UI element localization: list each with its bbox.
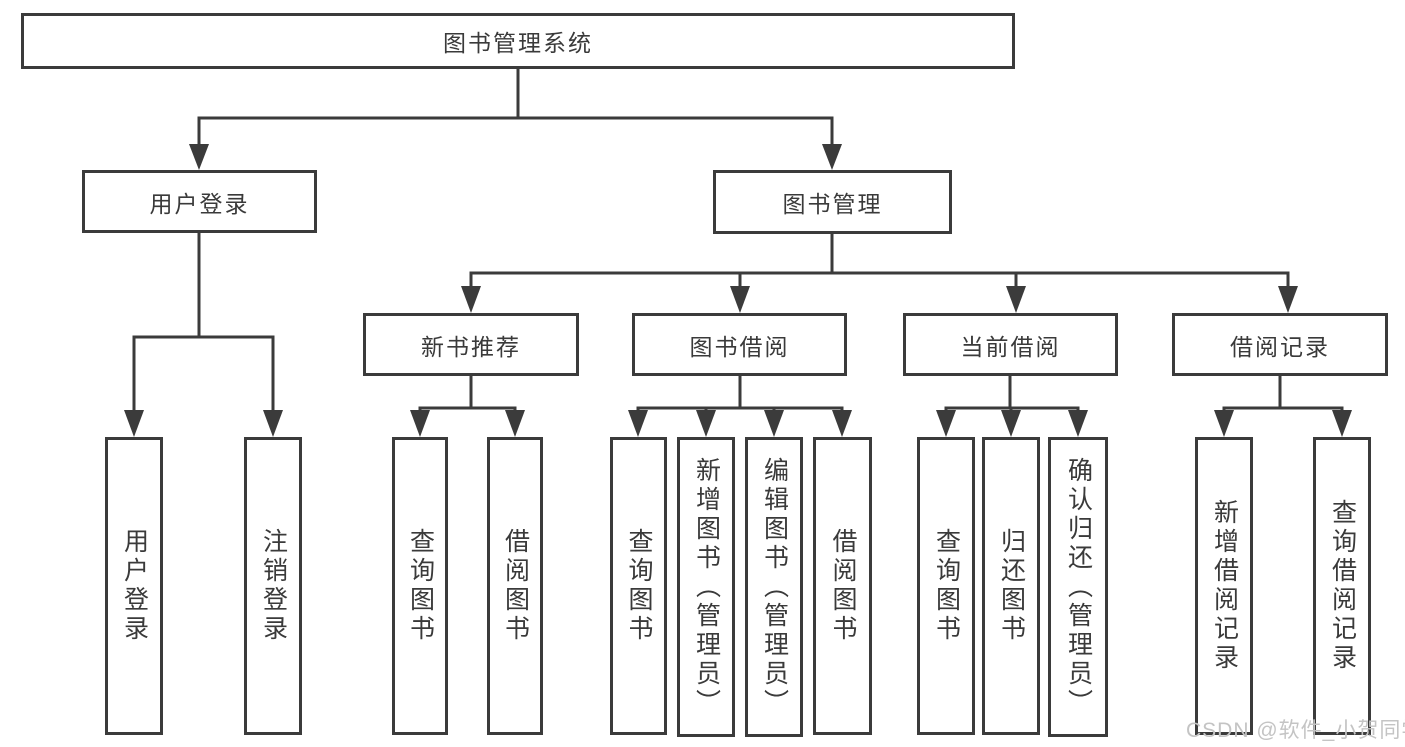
leaf-query-books-borrowing: 查询图书 [610, 437, 667, 735]
node-label: 借阅记录 [1230, 333, 1330, 360]
node-label: 当前借阅 [960, 333, 1061, 360]
leaf-label: 注销登录 [259, 528, 288, 644]
leaf-label: 新增图书（管理员） [692, 456, 721, 718]
arrow-down-icon [1214, 410, 1234, 437]
arrow-down-icon [410, 410, 430, 437]
arrow-down-icon [1278, 286, 1298, 313]
arrow-down-icon [764, 410, 784, 437]
watermark: CSDN @软件_小贺同学 [1186, 719, 1405, 742]
leaf-label: 归还图书 [997, 528, 1026, 644]
leaf-add-books-admin: 新增图书（管理员） [677, 437, 735, 737]
node-current-borrowing: 当前借阅 [903, 313, 1118, 376]
arrow-down-icon [628, 410, 648, 437]
arrow-down-icon [461, 286, 481, 313]
leaf-label: 用户登录 [120, 528, 149, 644]
arrow-down-icon [1001, 410, 1021, 437]
arrow-down-icon [124, 410, 144, 437]
arrow-down-icon [696, 410, 716, 437]
leaf-logout: 注销登录 [244, 437, 302, 735]
arrow-down-icon [730, 286, 750, 313]
leaf-add-borrow-record: 新增借阅记录 [1195, 437, 1253, 735]
node-label: 图书借阅 [689, 333, 790, 360]
connector-path [132, 67, 1344, 413]
node-borrowing-records: 借阅记录 [1172, 313, 1388, 376]
arrow-down-icon [832, 410, 852, 437]
leaf-label: 查询图书 [932, 528, 961, 644]
leaf-confirm-return-admin: 确认归还（管理员） [1048, 437, 1108, 737]
arrow-down-icon [1068, 410, 1088, 437]
leaf-label: 借阅图书 [501, 528, 530, 644]
node-label: 新书推荐 [421, 333, 521, 360]
leaf-query-books-recommend: 查询图书 [392, 437, 448, 735]
leaf-label: 借阅图书 [829, 528, 857, 644]
leaf-label: 确认归还（管理员） [1064, 456, 1093, 718]
node-label: 用户登录 [149, 190, 250, 217]
arrow-down-icon [505, 410, 525, 437]
leaf-borrow-books-borrowing: 借阅图书 [813, 437, 872, 735]
arrowheads [124, 144, 1352, 437]
node-label: 图书管理系统 [443, 30, 593, 56]
leaf-borrow-books-recommend: 借阅图书 [487, 437, 543, 735]
node-new-book-recommendation: 新书推荐 [363, 313, 579, 376]
leaf-user-login: 用户登录 [105, 437, 163, 735]
arrow-down-icon [936, 410, 956, 437]
leaf-label: 编辑图书（管理员） [760, 456, 789, 718]
leaf-label: 查询图书 [406, 528, 435, 644]
leaf-label: 新增借阅记录 [1210, 499, 1239, 673]
leaf-label: 查询借阅记录 [1328, 499, 1357, 673]
leaf-return-books: 归还图书 [982, 437, 1040, 735]
arrow-down-icon [1332, 410, 1352, 437]
arrow-down-icon [1006, 286, 1026, 313]
arrow-down-icon [822, 144, 842, 170]
leaf-query-borrow-record: 查询借阅记录 [1313, 437, 1371, 735]
arrow-down-icon [189, 144, 209, 170]
arrow-down-icon [263, 410, 283, 437]
node-library-management-system: 图书管理系统 [21, 13, 1015, 69]
leaf-edit-books-admin: 编辑图书（管理员） [745, 437, 803, 737]
node-user-login: 用户登录 [82, 170, 317, 233]
node-book-borrowing: 图书借阅 [632, 313, 847, 376]
leaf-query-books-current: 查询图书 [917, 437, 975, 735]
node-label: 图书管理 [782, 191, 883, 217]
leaf-label: 查询图书 [625, 528, 653, 644]
node-book-management: 图书管理 [713, 170, 952, 234]
